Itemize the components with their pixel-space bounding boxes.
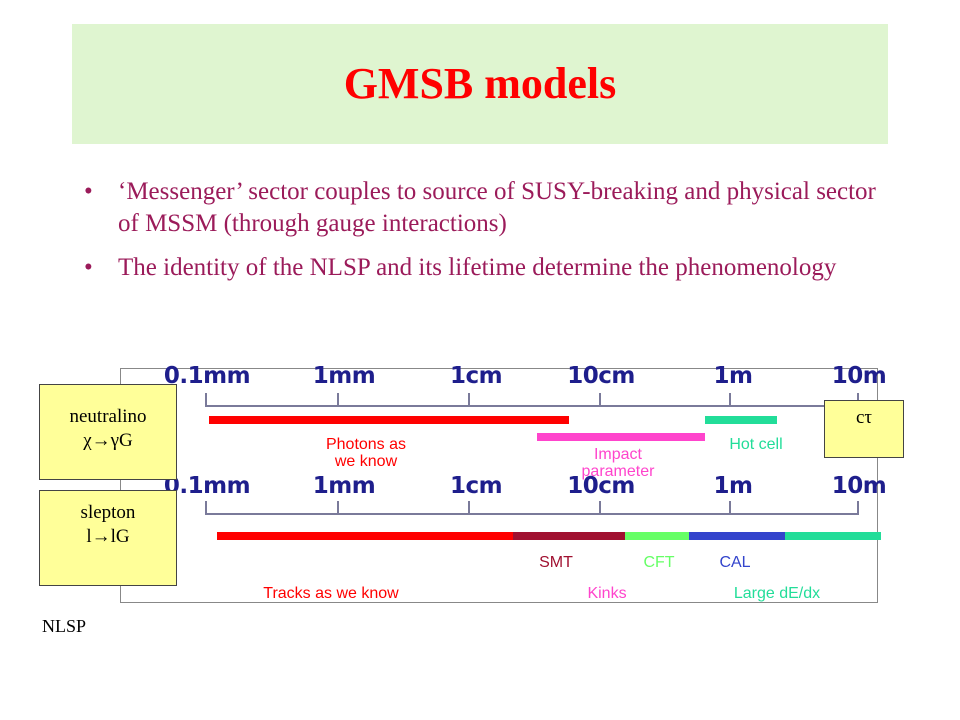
neutralino-name: neutralino: [69, 406, 147, 427]
impact-label-line: Impact: [593, 446, 642, 463]
slepton-name: slepton: [80, 502, 136, 523]
lifetime-diagram: 0.1mm 1mm 1cm 10cm 1m 10m Photons as we …: [120, 363, 887, 603]
slide-title: GMSB models: [343, 59, 617, 108]
impact-label: Impact parameter: [553, 446, 683, 480]
dedx-label: Large dE/dx: [733, 585, 821, 602]
scale-label-bottom: 1cm: [449, 473, 503, 499]
scale-tick: [729, 501, 731, 515]
cal-label: CAL: [719, 554, 751, 571]
neutralino-decay: χ→γG: [83, 430, 133, 451]
scale-tick: [468, 501, 470, 515]
scale-tick: [468, 393, 470, 407]
slepton-box: slepton l→lG: [39, 490, 177, 586]
scale-label-top: 1cm: [449, 363, 503, 389]
ctau-box: cτ: [824, 400, 904, 458]
hot-cell-label: Hot cell: [729, 436, 783, 453]
slepton-decay: l→lG: [86, 526, 130, 547]
scale-label-bottom: 1m: [713, 473, 753, 499]
scale-tick: [205, 501, 207, 515]
bullet-item: • ‘Messenger’ sector couples to source o…: [84, 176, 884, 240]
scale-label-bottom: 10m: [831, 473, 887, 499]
photons-bar: [209, 416, 569, 424]
scale-label-top: 1m: [713, 363, 753, 389]
photons-label-line: we know: [334, 453, 398, 470]
bullet-marker: •: [84, 178, 93, 205]
scale-label-top: 1mm: [312, 363, 376, 389]
bullet-text: ‘Messenger’ sector couples to source of …: [118, 178, 876, 237]
scale-tick: [599, 393, 601, 407]
dedx-bar: [785, 532, 881, 540]
scale-label-top: 10cm: [567, 363, 635, 389]
nlsp-label: NLSP: [42, 616, 87, 636]
smt-label: SMT: [539, 554, 573, 571]
scale-tick: [337, 393, 339, 407]
title-banner: GMSB models: [72, 24, 888, 144]
scale-label-bottom: 0.1mm: [163, 473, 251, 499]
cal-bar: [689, 532, 785, 540]
cft-bar: [625, 532, 689, 540]
scale-label-top: 0.1mm: [163, 363, 251, 389]
photons-label: Photons as we know: [301, 436, 431, 470]
scale-label-top: 10m: [831, 363, 887, 389]
kinks-label: Kinks: [587, 585, 627, 602]
scale-tick: [857, 501, 859, 515]
hot-cell-bar: [705, 416, 777, 424]
scale-label-bottom: 1mm: [312, 473, 376, 499]
scale-axis-top: [205, 405, 859, 407]
scale-tick: [729, 393, 731, 407]
smt-bar: [513, 532, 625, 540]
scale-tick: [337, 501, 339, 515]
bullet-text: The identity of the NLSP and its lifetim…: [118, 254, 837, 281]
photons-label-line: Photons as: [325, 436, 407, 453]
impact-parameter-bar: [537, 433, 705, 441]
tracks-label: Tracks as we know: [263, 585, 399, 602]
cft-label: CFT: [643, 554, 675, 571]
neutralino-box: neutralino χ→γG: [39, 384, 177, 480]
scale-tick: [205, 393, 207, 407]
tracks-bar: [217, 532, 513, 540]
scale-tick: [599, 501, 601, 515]
bullet-item: • The identity of the NLSP and its lifet…: [84, 252, 884, 284]
impact-label-line: parameter: [581, 463, 655, 480]
scale-label-bottom: 10cm: [567, 473, 635, 499]
scale-axis-bottom: [205, 513, 859, 515]
bullet-list: • ‘Messenger’ sector couples to source o…: [84, 176, 884, 296]
bullet-marker: •: [84, 254, 93, 281]
